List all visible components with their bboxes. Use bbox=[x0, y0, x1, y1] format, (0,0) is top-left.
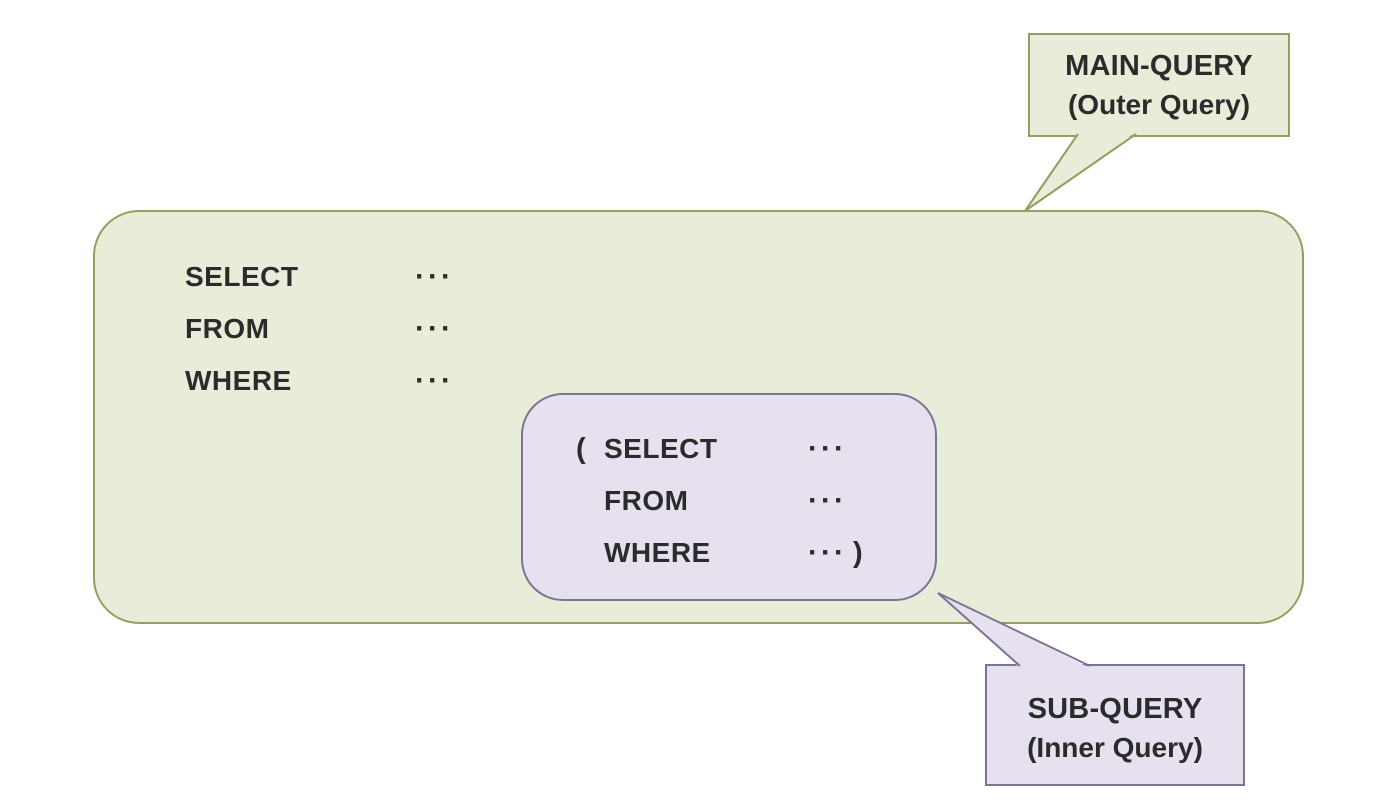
ellipsis-placeholder: ··· bbox=[415, 312, 454, 345]
sql-keyword: WHERE bbox=[185, 365, 292, 396]
ellipsis-placeholder: ··· bbox=[808, 536, 847, 569]
main-query-callout-subtitle: (Outer Query) bbox=[1067, 89, 1251, 120]
ellipsis-placeholder: ··· bbox=[415, 260, 454, 293]
sql-keyword: WHERE bbox=[604, 537, 711, 568]
sql-keyword: FROM bbox=[604, 485, 689, 516]
ellipsis-placeholder: ··· bbox=[808, 484, 847, 517]
main-callout-tail bbox=[1025, 132, 1136, 211]
ellipsis-placeholder: ··· bbox=[808, 432, 847, 465]
sub-query-callout-subtitle: (Inner Query) bbox=[1027, 732, 1203, 763]
open-paren: ( bbox=[576, 433, 586, 465]
sql-keyword: SELECT bbox=[185, 261, 299, 292]
main-query-line: SELECT ··· bbox=[95, 260, 1302, 294]
ellipsis-placeholder: ··· bbox=[415, 364, 454, 397]
sub-query-line: ( SELECT ··· bbox=[523, 432, 935, 466]
main-callout-tail-edge bbox=[1024, 133, 1137, 212]
main-query-line: WHERE ··· bbox=[95, 364, 1302, 398]
sub-query-box: ( SELECT ··· FROM ··· WHERE ··· ) bbox=[521, 393, 937, 601]
main-query-callout-title: MAIN-QUERY bbox=[1065, 50, 1253, 82]
sql-keyword: FROM bbox=[185, 313, 270, 344]
sub-query-line: FROM ··· bbox=[523, 484, 935, 518]
sub-query-line: WHERE ··· ) bbox=[523, 536, 935, 570]
main-query-line: FROM ··· bbox=[95, 312, 1302, 346]
close-paren: ) bbox=[853, 537, 863, 569]
sub-query-callout-title: SUB-QUERY bbox=[1027, 693, 1203, 725]
main-query-callout: MAIN-QUERY (Outer Query) bbox=[1028, 33, 1290, 137]
sub-query-callout: SUB-QUERY (Inner Query) bbox=[985, 664, 1245, 786]
sql-keyword: SELECT bbox=[604, 433, 718, 464]
